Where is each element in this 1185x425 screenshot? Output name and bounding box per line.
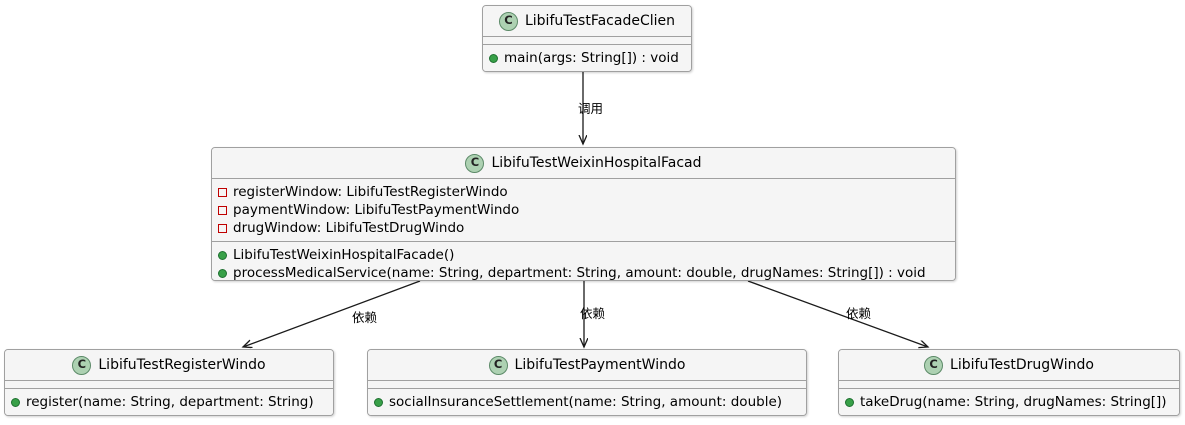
class-icon: C <box>488 355 508 375</box>
private-visibility-icon <box>218 205 227 215</box>
class-attributes-drug-window <box>839 381 1179 388</box>
class-icon: C <box>924 355 944 375</box>
class-box-payment-window[interactable]: C LibifuTestPaymentWindo socialInsurance… <box>367 349 807 416</box>
private-visibility-icon <box>218 223 227 233</box>
class-methods-register-window: register(name: String, department: Strin… <box>5 388 333 415</box>
public-visibility-icon <box>11 397 20 407</box>
class-header-register-window: C LibifuTestRegisterWindo <box>5 350 333 381</box>
class-header-drug-window: C LibifuTestDrugWindo <box>839 350 1179 381</box>
class-name-label: LibifuTestRegisterWindo <box>98 357 266 373</box>
class-icon: C <box>465 153 485 173</box>
class-name-label: LibifuTestWeixinHospitalFacad <box>491 155 702 171</box>
class-method: takeDrug(name: String, drugNames: String… <box>845 393 1173 411</box>
class-attribute: paymentWindow: LibifuTestPaymentWindo <box>218 201 949 219</box>
class-name-label: LibifuTestPaymentWindo <box>514 357 686 373</box>
public-visibility-icon <box>218 250 227 260</box>
class-icon: C <box>72 355 92 375</box>
class-header-facade-client: C LibifuTestFacadeClien <box>483 6 691 37</box>
method-signature: processMedicalService(name: String, depa… <box>233 265 926 281</box>
public-visibility-icon <box>374 397 383 407</box>
class-name-label: LibifuTestFacadeClien <box>524 13 675 29</box>
private-visibility-icon <box>218 187 227 197</box>
class-attributes-register-window <box>5 381 333 388</box>
class-box-facade-client[interactable]: C LibifuTestFacadeClien main(args: Strin… <box>482 5 692 72</box>
class-header-payment-window: C LibifuTestPaymentWindo <box>368 350 806 381</box>
class-attribute: drugWindow: LibifuTestDrugWindo <box>218 219 949 237</box>
class-method: socialInsuranceSettlement(name: String, … <box>374 393 800 411</box>
attribute-signature: drugWindow: LibifuTestDrugWindo <box>233 220 465 236</box>
public-visibility-icon <box>218 268 227 278</box>
method-signature: takeDrug(name: String, drugNames: String… <box>860 394 1167 410</box>
public-visibility-icon <box>845 397 854 407</box>
edge-facade-to-drug <box>747 280 928 347</box>
class-icon: C <box>498 11 518 31</box>
attribute-signature: paymentWindow: LibifuTestPaymentWindo <box>233 202 520 218</box>
class-box-drug-window[interactable]: C LibifuTestDrugWindo takeDrug(name: Str… <box>838 349 1180 416</box>
edge-facade-to-register <box>243 280 421 347</box>
class-box-weixin-hospital-facade[interactable]: C LibifuTestWeixinHospitalFacad register… <box>211 147 956 281</box>
edge-label-facade-to-register: 依赖 <box>352 310 378 325</box>
class-name-label: LibifuTestDrugWindo <box>950 357 1094 373</box>
edge-label-facade-to-drug: 依赖 <box>846 306 872 321</box>
class-attributes-facade-client <box>483 37 691 44</box>
edge-label-facade-to-payment: 依赖 <box>580 306 606 321</box>
class-method: processMedicalService(name: String, depa… <box>218 264 949 281</box>
class-header-weixin-hospital-facade: C LibifuTestWeixinHospitalFacad <box>212 148 955 179</box>
method-signature: LibifuTestWeixinHospitalFacade() <box>233 247 455 263</box>
class-attributes-weixin-hospital-facade: registerWindow: LibifuTestRegisterWindo … <box>212 179 955 241</box>
class-methods-weixin-hospital-facade: LibifuTestWeixinHospitalFacade() process… <box>212 241 955 281</box>
class-box-register-window[interactable]: C LibifuTestRegisterWindo register(name:… <box>4 349 334 416</box>
class-attribute: registerWindow: LibifuTestRegisterWindo <box>218 183 949 201</box>
edge-label-client-to-facade: 调用 <box>578 101 604 116</box>
method-signature: socialInsuranceSettlement(name: String, … <box>389 394 783 410</box>
class-method: LibifuTestWeixinHospitalFacade() <box>218 246 949 264</box>
method-signature: register(name: String, department: Strin… <box>26 394 314 410</box>
class-method: main(args: String[]) : void <box>489 49 685 67</box>
class-attributes-payment-window <box>368 381 806 388</box>
class-methods-facade-client: main(args: String[]) : void <box>483 44 691 71</box>
method-signature: main(args: String[]) : void <box>504 50 679 66</box>
public-visibility-icon <box>489 53 498 63</box>
class-methods-payment-window: socialInsuranceSettlement(name: String, … <box>368 388 806 415</box>
class-methods-drug-window: takeDrug(name: String, drugNames: String… <box>839 388 1179 415</box>
class-method: register(name: String, department: Strin… <box>11 393 327 411</box>
attribute-signature: registerWindow: LibifuTestRegisterWindo <box>233 184 508 200</box>
